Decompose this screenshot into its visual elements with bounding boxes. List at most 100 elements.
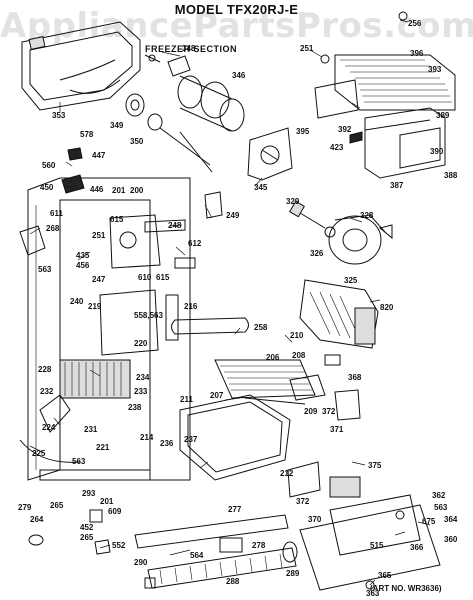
label-328: 328 [360, 211, 374, 220]
label-219: 219 [88, 302, 102, 311]
label-210: 210 [290, 331, 304, 340]
label-560: 560 [42, 161, 56, 170]
label-256: 256 [408, 19, 422, 28]
wire-shelf [214, 359, 316, 405]
label-363: 363 [366, 589, 380, 598]
label-236: 236 [160, 439, 174, 448]
part-labels: 256 251 396 348 393 346 353 349 395 389 … [18, 19, 458, 598]
label-387: 387 [390, 181, 404, 190]
label-366: 366 [410, 543, 424, 552]
label-268: 268 [46, 224, 60, 233]
label-423: 423 [330, 143, 344, 152]
label-232: 232 [40, 387, 54, 396]
dispenser-cover [349, 107, 446, 179]
label-247: 247 [92, 275, 106, 284]
duct-parts [287, 354, 361, 498]
label-612: 612 [188, 239, 202, 248]
label-258: 258 [254, 323, 268, 332]
label-349: 349 [110, 121, 124, 130]
label-392: 392 [338, 125, 352, 134]
label-233: 233 [134, 387, 148, 396]
label-375: 375 [368, 461, 382, 470]
label-820: 820 [380, 303, 394, 312]
label-348: 348 [182, 44, 196, 53]
label-279: 279 [18, 503, 32, 512]
label-452: 452 [80, 523, 94, 532]
label-228: 228 [38, 365, 52, 374]
label-370: 370 [308, 515, 322, 524]
label-610: 610 [138, 273, 152, 282]
label-388: 388 [444, 171, 458, 180]
auger-assembly [125, 54, 245, 166]
freezer-basket [179, 394, 291, 481]
label-288: 288 [226, 577, 240, 586]
label-346: 346 [232, 71, 246, 80]
ice-maker [299, 279, 379, 349]
label-207: 207 [210, 391, 224, 400]
label-293: 293 [82, 489, 96, 498]
freezer-liner [27, 177, 191, 481]
label-212: 212 [280, 469, 294, 478]
label-353: 353 [52, 111, 66, 120]
evaporator [59, 289, 159, 399]
label-289: 289 [286, 569, 300, 578]
diagram-subtitle: FREEZER SECTION [145, 44, 238, 54]
diagram-title: MODEL TFX20RJ-E [174, 2, 299, 17]
misc-left-parts [19, 131, 213, 589]
label-350: 350 [130, 137, 144, 146]
label-231: 231 [84, 425, 98, 434]
label-277: 277 [228, 505, 242, 514]
label-368: 368 [348, 373, 362, 382]
label-558-563: 558,563 [134, 311, 163, 320]
art-number: (ART NO. WR3636) [370, 584, 442, 593]
label-224: 224 [42, 423, 56, 432]
label-234: 234 [136, 373, 150, 382]
label-564: 564 [190, 551, 204, 560]
label-390: 390 [430, 147, 444, 156]
label-345: 345 [254, 183, 268, 192]
label-238: 238 [128, 403, 142, 412]
label-552: 552 [112, 541, 126, 550]
label-578: 578 [80, 130, 94, 139]
label-209: 209 [304, 407, 318, 416]
label-371: 371 [330, 425, 344, 434]
label-200: 200 [130, 186, 144, 195]
label-360: 360 [444, 535, 458, 544]
label-456: 456 [76, 261, 90, 270]
label-265-b: 265 [80, 533, 94, 542]
label-675: 675 [422, 517, 436, 526]
label-450: 450 [40, 183, 54, 192]
label-362: 362 [432, 491, 446, 500]
label-237: 237 [184, 435, 198, 444]
label-615-a: 615 [110, 215, 124, 224]
label-264: 264 [30, 515, 44, 524]
label-609: 609 [108, 507, 122, 516]
label-611: 611 [50, 209, 63, 218]
leader-lines [29, 19, 431, 586]
label-389: 389 [436, 111, 450, 120]
label-290: 290 [134, 558, 148, 567]
label-326: 326 [310, 249, 324, 258]
label-206: 206 [266, 353, 280, 362]
fan-shroud [247, 127, 293, 181]
label-265: 265 [50, 501, 64, 510]
label-372-b: 372 [296, 497, 310, 506]
label-248: 248 [168, 221, 182, 230]
label-396: 396 [410, 49, 424, 58]
label-325: 325 [344, 276, 358, 285]
label-615-b: 615 [156, 273, 170, 282]
label-372-a: 372 [322, 407, 336, 416]
auger-motor [288, 200, 393, 265]
label-364: 364 [444, 515, 458, 524]
label-240: 240 [70, 297, 84, 306]
label-365: 365 [378, 571, 392, 580]
label-563-c: 563 [434, 503, 448, 512]
label-225: 225 [32, 449, 46, 458]
control-housing [109, 191, 223, 269]
freezer-shelf-top [314, 11, 456, 119]
label-395: 395 [296, 127, 310, 136]
label-251-mid: 251 [92, 231, 106, 240]
label-563-a: 563 [38, 265, 52, 274]
label-220: 220 [134, 339, 148, 348]
